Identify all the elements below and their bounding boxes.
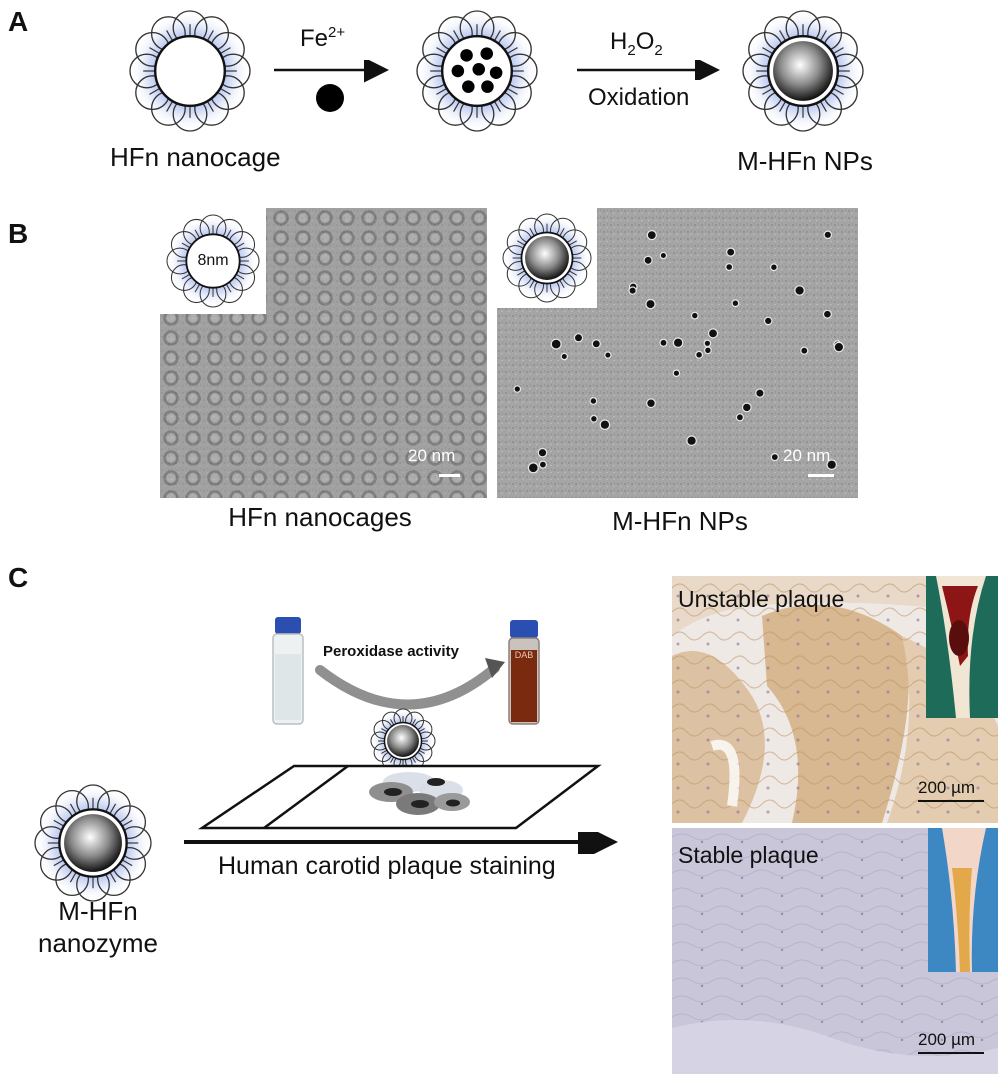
h2o2-label: H2O2 [610, 28, 663, 59]
nanozyme-caption-line1: M-HFn [58, 896, 138, 926]
panel-label-b: B [8, 218, 29, 249]
tissue-cells [369, 772, 470, 815]
scale-label-stable: 200 µm [918, 1030, 976, 1049]
unstable-plaque-micrograph: Unstable plaque 200 µm [672, 576, 998, 823]
tem-image-hfn-nanocages: 8nm 20 nm [160, 208, 487, 498]
hfn-nanocage-empty [129, 10, 251, 132]
fe2-label: Fe2+ [300, 24, 346, 52]
staining-arrow [184, 832, 618, 854]
m-hfn-nanozyme-icon [34, 784, 152, 902]
peroxidase-activity-label: Peroxidase activity [323, 643, 459, 660]
unstable-plaque-label: Unstable plaque [678, 586, 845, 612]
stable-plaque-label: Stable plaque [678, 842, 819, 868]
hfn-nanocage-caption: HFn nanocage [110, 142, 281, 172]
hfn-nanocages-caption: HFn nanocages [228, 502, 412, 532]
stable-plaque-micrograph: Stable plaque 200 µm [672, 828, 998, 1074]
staining-label: Human carotid plaque staining [218, 852, 556, 880]
scale-label-unstable: 200 µm [918, 778, 976, 797]
scale-bar-right [808, 474, 834, 477]
tem-image-m-hfn-nps: 20 nm [497, 208, 858, 498]
dab-vial [508, 620, 540, 725]
scale-label-left: 20 nm [408, 446, 456, 465]
np-inset-icon [497, 208, 597, 308]
panel-label-a: A [8, 6, 29, 37]
scale-bar-left [439, 474, 460, 477]
m-hfn-nps-caption: M-HFn NPs [737, 146, 873, 176]
unstable-plaque-photo [926, 576, 998, 718]
dab-vial-label: DAB [514, 650, 534, 660]
m-hfn-np [742, 10, 864, 132]
peroxidase-arc [315, 658, 505, 710]
nanozyme-over-slide [370, 708, 436, 774]
scale-bar-unstable [918, 800, 984, 802]
scale-bar-stable [918, 1052, 984, 1054]
scale-label-right: 20 nm [783, 446, 831, 465]
oxidation-label: Oxidation [588, 84, 690, 111]
microscope-slide [197, 764, 602, 830]
clear-vial [272, 617, 304, 725]
fe-ion-icon [316, 84, 344, 112]
panel-label-c: C [8, 562, 29, 593]
hfn-nanocage-loaded [416, 10, 538, 132]
m-hfn-nps-caption-b: M-HFn NPs [612, 506, 748, 536]
inset-size-label: 8nm [197, 252, 229, 269]
nanocage-inset-icon [160, 208, 266, 314]
stable-plaque-photo [928, 828, 998, 972]
oxidation-arrow [577, 60, 720, 80]
nanozyme-caption-line2: nanozyme [38, 928, 158, 958]
fe-arrow [274, 60, 389, 112]
